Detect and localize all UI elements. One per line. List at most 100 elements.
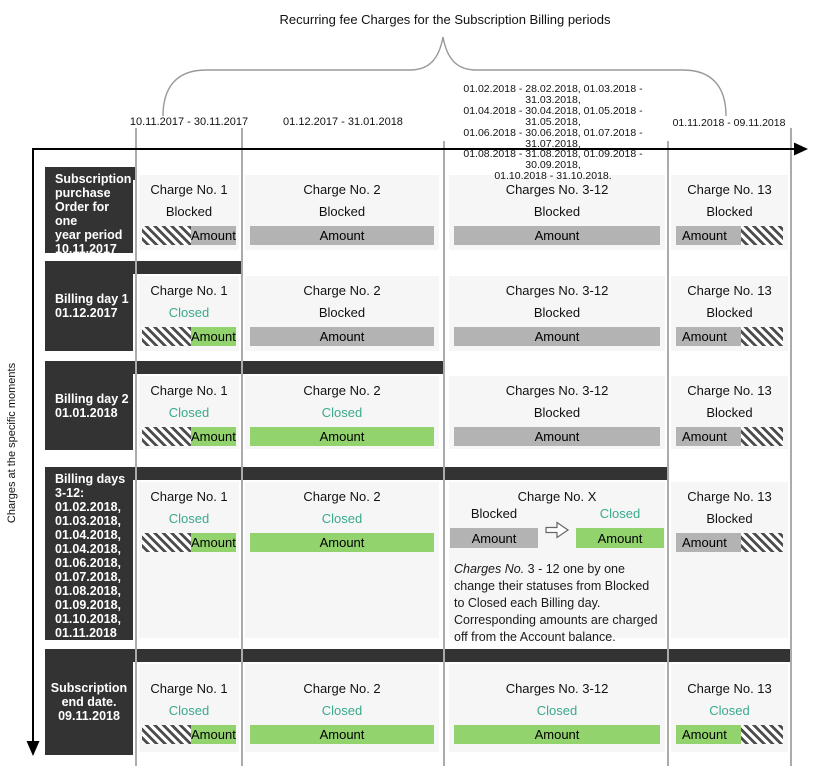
column-divider-line [135,128,137,766]
row-billing-day-1: Billing day 1 01.12.2017 Charge No. 1 Cl… [45,261,791,351]
amount-fill-segment: Amount [676,427,742,446]
amount-label: Amount [319,727,365,742]
amount-bar: Amount [142,725,236,744]
amount-label: Amount [191,228,236,243]
amount-label: Amount [534,429,580,444]
period-label: 01.11.2018 - 09.11.2018 [672,117,786,129]
charge-status: Blocked [318,305,366,320]
charge-title: Charge No. 1 [150,182,228,197]
amount-fill-segment: Amount [676,533,742,552]
charge-cell: Charges No. 3-12 Blocked Amount [449,175,665,250]
amount-label: Amount [319,228,365,243]
amount-bar: Amount [250,725,434,744]
charge-status: Closed [321,405,363,420]
charge-cell: Charge No. 13 Blocked Amount [671,175,788,250]
row-label: Billing day 1 01.12.2017 [45,261,133,351]
diagram-title: Recurring fee Charges for the Subscripti… [279,12,611,27]
charge-cell: Charge No. 1 Closed Amount [139,276,239,351]
period-label: 01.12.2017 - 31.01.2018 [283,116,403,128]
amount-bar: Amount [676,725,783,744]
charge-status: Closed [168,405,210,420]
column-divider-line [790,128,792,766]
charge-status: Blocked [533,305,581,320]
charge-title: Charge No. 13 [687,182,772,197]
charge-title: Charge No. 1 [150,681,228,696]
row-label: Subscription purchase Order for one year… [45,167,133,256]
closed-state: Closed Amount [576,506,664,548]
charge-title: Charge No. 1 [150,489,228,504]
charge-title: Charge No. 2 [303,283,381,298]
amount-hatch-segment [142,725,191,744]
charge-status: Closed [536,703,578,718]
amount-bar: Amount [250,226,434,245]
amount-bar: Amount [454,725,660,744]
charge-title: Charge No. 13 [687,489,772,504]
amount-fill-segment: Amount [676,725,742,744]
charge-title: Charges No. 3-12 [505,383,609,398]
amount-label: Amount [319,535,365,550]
amount-hatch-segment [142,226,191,245]
charge-title: Charge No. X [517,489,597,504]
charge-title: Charge No. 2 [303,681,381,696]
row-subscription-purchase: Subscription purchase Order for one year… [45,167,791,256]
period-label: 10.11.2017 - 30.11.2017 [129,116,249,128]
period-label: 01.02.2018 - 28.02.2018, 01.03.2018 - 31… [463,83,643,183]
note-italic-text: Charges No. [454,562,525,576]
amount-label: Amount [534,228,580,243]
charge-title: Charge No. 2 [303,182,381,197]
amount-label: Amount [191,535,236,550]
amount-label: Amount [471,530,517,546]
amount-fill-segment: Amount [250,327,434,346]
amount-label: Amount [534,329,580,344]
charge-status: Blocked [706,511,753,526]
status-transition: Blocked Amount Closed Amount [449,506,665,548]
amount-bar: Amount [576,528,664,548]
charge-status: Closed [599,506,641,521]
amount-label: Amount [682,228,727,243]
amount-bar: Amount [142,327,236,346]
amount-fill-segment: Amount [190,427,236,446]
amount-bar: Amount [450,528,538,548]
amount-label: Amount [534,727,580,742]
row-subscription-end: Subscription end date. 09.11.2018 Charge… [45,649,791,755]
row-billing-day-2: Billing day 2 01.01.2018 Charge No. 1 Cl… [45,361,791,450]
charge-title: Charges No. 3-12 [505,283,609,298]
charge-status: Closed [709,703,750,718]
charge-title: Charges No. 3-12 [505,182,609,197]
amount-fill-segment: Amount [190,226,236,245]
amount-label: Amount [682,429,727,444]
charge-title: Charge No. 1 [150,283,228,298]
charge-transition-cell: Charge No. X Blocked Amount Closed Amoun… [449,482,665,644]
amount-label: Amount [682,329,727,344]
amount-fill-segment: Amount [454,725,660,744]
timeline-arrowhead-icon [794,142,808,156]
charge-status: Blocked [318,204,366,219]
amount-fill-segment: Amount [190,327,236,346]
amount-fill-segment: Amount [454,427,660,446]
row-label: Subscription end date. 09.11.2018 [45,649,133,755]
charge-title: Charge No. 13 [687,283,772,298]
charge-status: Blocked [706,204,753,219]
amount-bar: Amount [142,427,236,446]
charge-status: Blocked [533,204,581,219]
charge-cell: Charge No. 13 Blocked Amount [671,276,788,351]
amount-bar: Amount [676,533,783,552]
timeline-extent-strip [45,649,791,662]
charge-cell: Charge No. 2 Blocked Amount [245,175,439,250]
amount-hatch-segment [142,427,191,446]
amount-bar: Amount [676,226,783,245]
charge-cell: Charges No. 3-12 Blocked Amount [449,276,665,351]
amount-fill-segment: Amount [250,725,434,744]
blocked-state: Blocked Amount [450,506,538,548]
charge-title: Charge No. 2 [303,383,381,398]
amount-fill-segment: Amount [250,427,434,446]
amount-fill-segment: Amount [676,327,742,346]
charge-title: Charge No. 2 [303,489,381,504]
charge-title: Charge No. 1 [150,383,228,398]
charge-status: Blocked [533,405,581,420]
charge-cell: Charge No. 1 Closed Amount [139,664,239,752]
note-text: 3 - 12 one by one change their statuses … [454,562,658,644]
charge-status: Closed [168,703,210,718]
amount-fill-segment: Amount [454,327,660,346]
